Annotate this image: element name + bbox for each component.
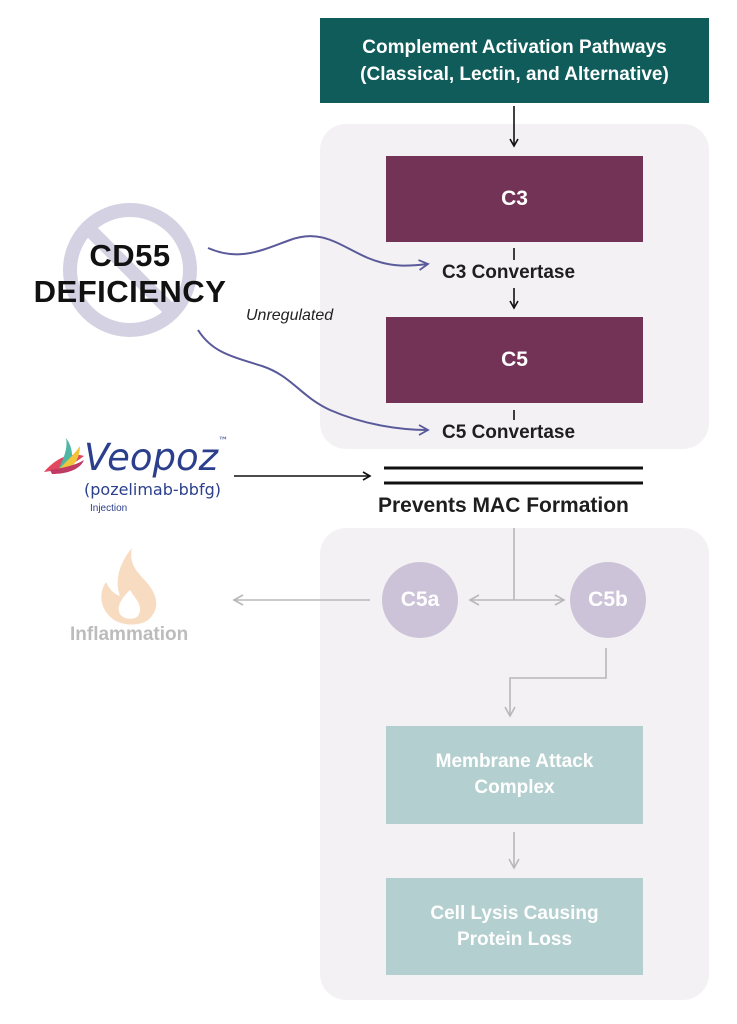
c5a-label: C5a [400, 588, 440, 611]
mac-line-1: Membrane Attack [435, 751, 594, 772]
cell-lysis-box: Cell Lysis Causing Protein Loss [386, 878, 643, 975]
wavy-arrow-to-c3-convertase [207, 235, 430, 271]
veopoz-generic-name: (pozelimab-bbfg) [84, 480, 221, 499]
header-line-1: Complement Activation Pathways [362, 36, 667, 58]
deficiency-line-1: CD55 [89, 238, 171, 273]
lysis-line-2: Protein Loss [456, 928, 573, 950]
c5-box: C5 [386, 317, 643, 403]
header-line-2: (Classical, Lectin, and Alternative) [360, 63, 669, 85]
inflammation-label: Inflammation [70, 624, 189, 645]
c5-convertase-label: C5 Convertase [442, 422, 576, 443]
complement-activation-header: Complement Activation Pathways (Classica… [320, 18, 709, 103]
wavy-arrow-to-c5-convertase [197, 329, 430, 436]
arrow-c5b-to-mac [504, 648, 607, 718]
lysis-line-1: Cell Lysis Causing [430, 902, 599, 924]
mac-line-2: Complex [474, 777, 555, 798]
membrane-attack-complex-box: Membrane Attack Complex [386, 726, 643, 824]
veopoz-route: Injection [90, 503, 128, 514]
veopoz-logo: Veopoz™ [84, 436, 228, 479]
c5-label: C5 [501, 348, 528, 371]
unregulated-label: Unregulated [246, 307, 334, 324]
prevents-mac-formation-label: Prevents MAC Formation [378, 494, 629, 517]
c3-convertase-label: C3 Convertase [442, 262, 576, 283]
c5b-circle: C5b [570, 562, 646, 638]
deficiency-line-2: DEFICIENCY [33, 274, 227, 309]
veopoz-trademark: ™ [218, 436, 229, 447]
c3-label: C3 [501, 187, 528, 210]
c5a-circle: C5a [382, 562, 458, 638]
c3-box: C3 [386, 156, 643, 242]
cd55-deficiency-label: CD55 DEFICIENCY [22, 238, 238, 310]
c5b-label: C5b [588, 588, 628, 611]
veopoz-brand: Veopoz [84, 436, 219, 479]
